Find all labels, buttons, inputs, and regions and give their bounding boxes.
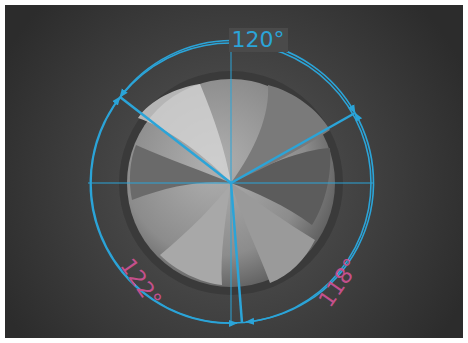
photo-ground: [5, 5, 463, 338]
angle-label: 120°: [229, 28, 288, 52]
measure-lines: [88, 38, 374, 326]
